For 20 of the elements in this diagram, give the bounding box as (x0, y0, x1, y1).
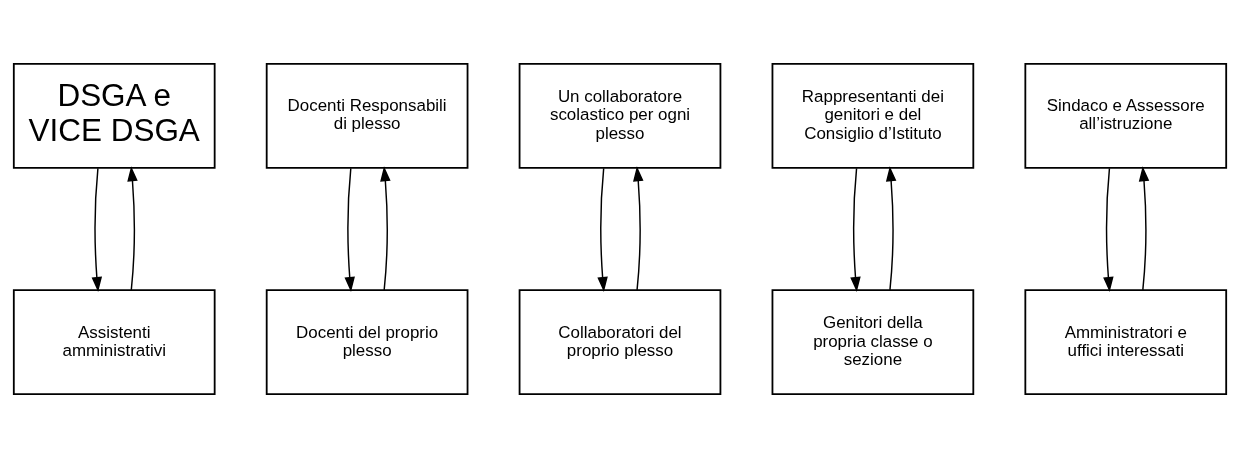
arrow (633, 165, 644, 291)
arrow (344, 167, 355, 292)
node-box: Assistenti amministrativi (12, 288, 216, 395)
node-box: Docenti del proprio plesso (265, 288, 469, 395)
node-box: Docenti Responsabili di plesso (265, 62, 469, 169)
arrow (850, 167, 861, 292)
node-box: Genitori della propria classe o sezione (771, 288, 975, 395)
node-box: Collaboratori del proprio plesso (518, 288, 722, 395)
node-box: Un collaboratore scolastico per ogni plesso (518, 62, 722, 169)
arrow (127, 165, 138, 291)
arrow (1103, 167, 1114, 292)
node-box: Rappresentanti dei genitori e del Consiglio d’Istituto (771, 62, 975, 169)
arrow (1138, 165, 1150, 291)
node-box: DSGA e VICE DSGA (12, 62, 216, 169)
arrow (597, 167, 608, 292)
arrow (91, 167, 103, 292)
node-box: Amministratori e uffici interessati (1024, 288, 1228, 395)
arrow (380, 165, 391, 291)
node-box: Sindaco e Assessore all’istruzione (1024, 62, 1228, 169)
arrow (885, 165, 897, 291)
